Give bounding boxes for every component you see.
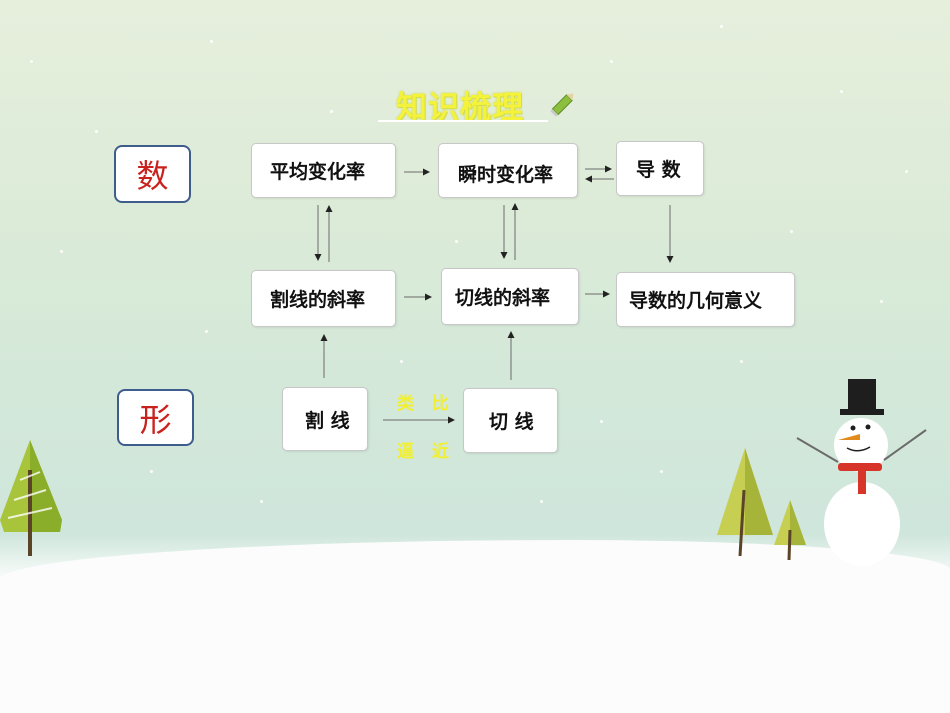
box-instant-rate: 瞬时变化率 [438,143,578,198]
box-tangent: 切 线 [463,388,558,453]
label-analogy: 类 比 [397,394,455,414]
tree-right-2 [774,500,806,561]
snowman [796,379,927,566]
title-underline [378,120,548,122]
snow-ground [0,540,950,713]
box-secant-slope: 割线的斜率 [251,270,396,327]
label-approach: 逼 近 [397,442,455,462]
label-xing: 形 [117,389,194,446]
box-secant: 割 线 [282,387,368,451]
box-secant-slope-label: 割线的斜率 [270,289,366,311]
pencil-icon [550,93,574,117]
tree-left [0,440,62,556]
tree-right-1 [717,448,773,557]
box-average-rate: 平均变化率 [251,143,396,198]
box-geometric-meaning-label: 导数的几何意义 [629,290,763,312]
box-secant-label: 割 线 [305,409,350,432]
box-tangent-label: 切 线 [489,411,534,433]
label-shu: 数 [114,145,191,203]
box-average-rate-label: 平均变化率 [270,161,366,183]
box-tangent-slope-label: 切线的斜率 [455,287,551,309]
box-tangent-slope: 切线的斜率 [441,268,579,325]
box-derivative: 导 数 [616,141,704,196]
box-geometric-meaning: 导数的几何意义 [616,272,795,327]
box-instant-rate-label: 瞬时变化率 [458,164,554,186]
box-derivative-label: 导 数 [636,159,681,181]
